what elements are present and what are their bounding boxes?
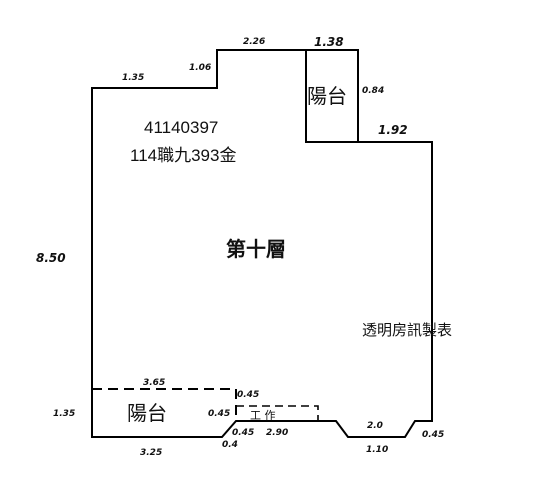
dim-top-right: 1.38 xyxy=(314,35,344,49)
room-label-balcony-top: 陽台 xyxy=(307,84,347,108)
bottom-balcony-dashed-edge xyxy=(92,388,237,421)
dim-bottom-left: 3.25 xyxy=(140,448,162,458)
dim-top-middle: 2.26 xyxy=(243,37,265,47)
dim-left-lower: 1.35 xyxy=(53,409,75,419)
dim-step-vertical: 1.06 xyxy=(189,63,211,73)
dim-balcony-bottom-top: 3.65 xyxy=(143,378,165,388)
room-label-balcony-bottom: 陽台 xyxy=(127,401,167,425)
dim-left-height: 8.50 xyxy=(36,251,66,265)
dim-bay-bottom: 1.10 xyxy=(366,445,388,455)
dim-balcony-top-side: 0.84 xyxy=(362,86,384,96)
dim-notch-side: 0.45 xyxy=(208,409,230,419)
top-balcony-wall xyxy=(306,49,359,142)
dim-bay-top: 2.0 xyxy=(367,421,383,431)
small-room-dashed-outline xyxy=(236,405,319,421)
credit-text: 透明房訊製表 xyxy=(362,321,452,339)
dim-notch-bottom-a: 0.45 xyxy=(232,428,254,438)
dim-notch-bottom-b: 2.90 xyxy=(266,428,288,438)
dim-notch-top: 0.45 xyxy=(237,390,259,400)
dim-bay-right: 0.45 xyxy=(422,430,444,440)
dim-notch-small: 0.4 xyxy=(222,440,238,450)
case-code: 114職九393金 xyxy=(130,146,236,165)
floor-label: 第十層 xyxy=(226,237,286,261)
dim-top-left: 1.35 xyxy=(122,73,144,83)
case-id: 41140397 xyxy=(144,118,218,137)
dim-right-upper: 1.92 xyxy=(378,123,408,137)
outer-wall-outline xyxy=(91,49,433,438)
room-label-small: 工 作 xyxy=(250,409,276,422)
